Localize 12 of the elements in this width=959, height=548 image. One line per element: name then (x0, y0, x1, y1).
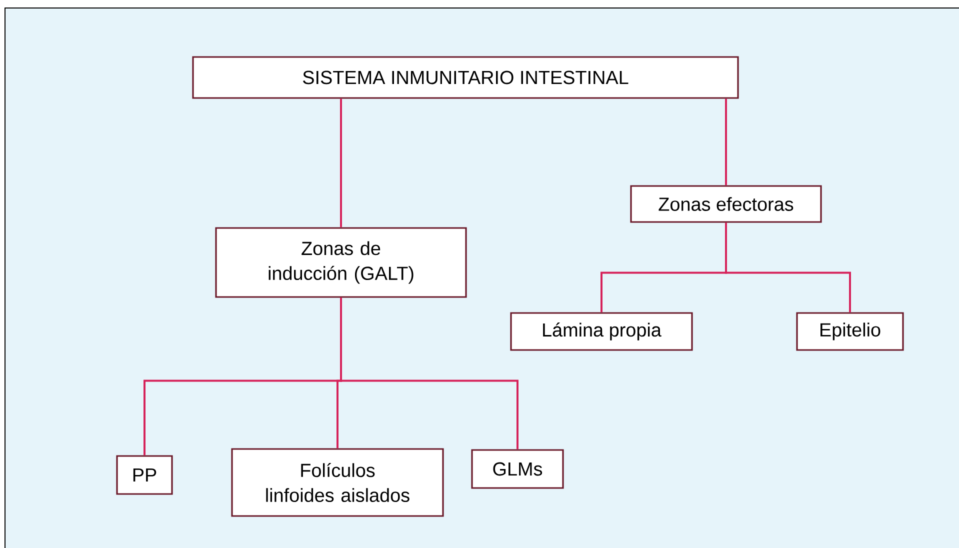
box: PP (116, 455, 173, 495)
connector-line (340, 98, 342, 228)
connector-line (725, 222, 851, 312)
box: SISTEMA INMUNITARIO INTESTINAL (192, 56, 739, 99)
box: Epitelio (796, 312, 904, 351)
box: Lámina propia (510, 312, 693, 351)
box: Zonas de inducción (GALT) (215, 227, 467, 298)
connector-line (340, 298, 518, 450)
connector-line (725, 98, 727, 186)
box: Folículos linfoides aislados (231, 448, 444, 517)
box: GLMs (471, 449, 564, 489)
box: Zonas efectoras (630, 185, 822, 223)
